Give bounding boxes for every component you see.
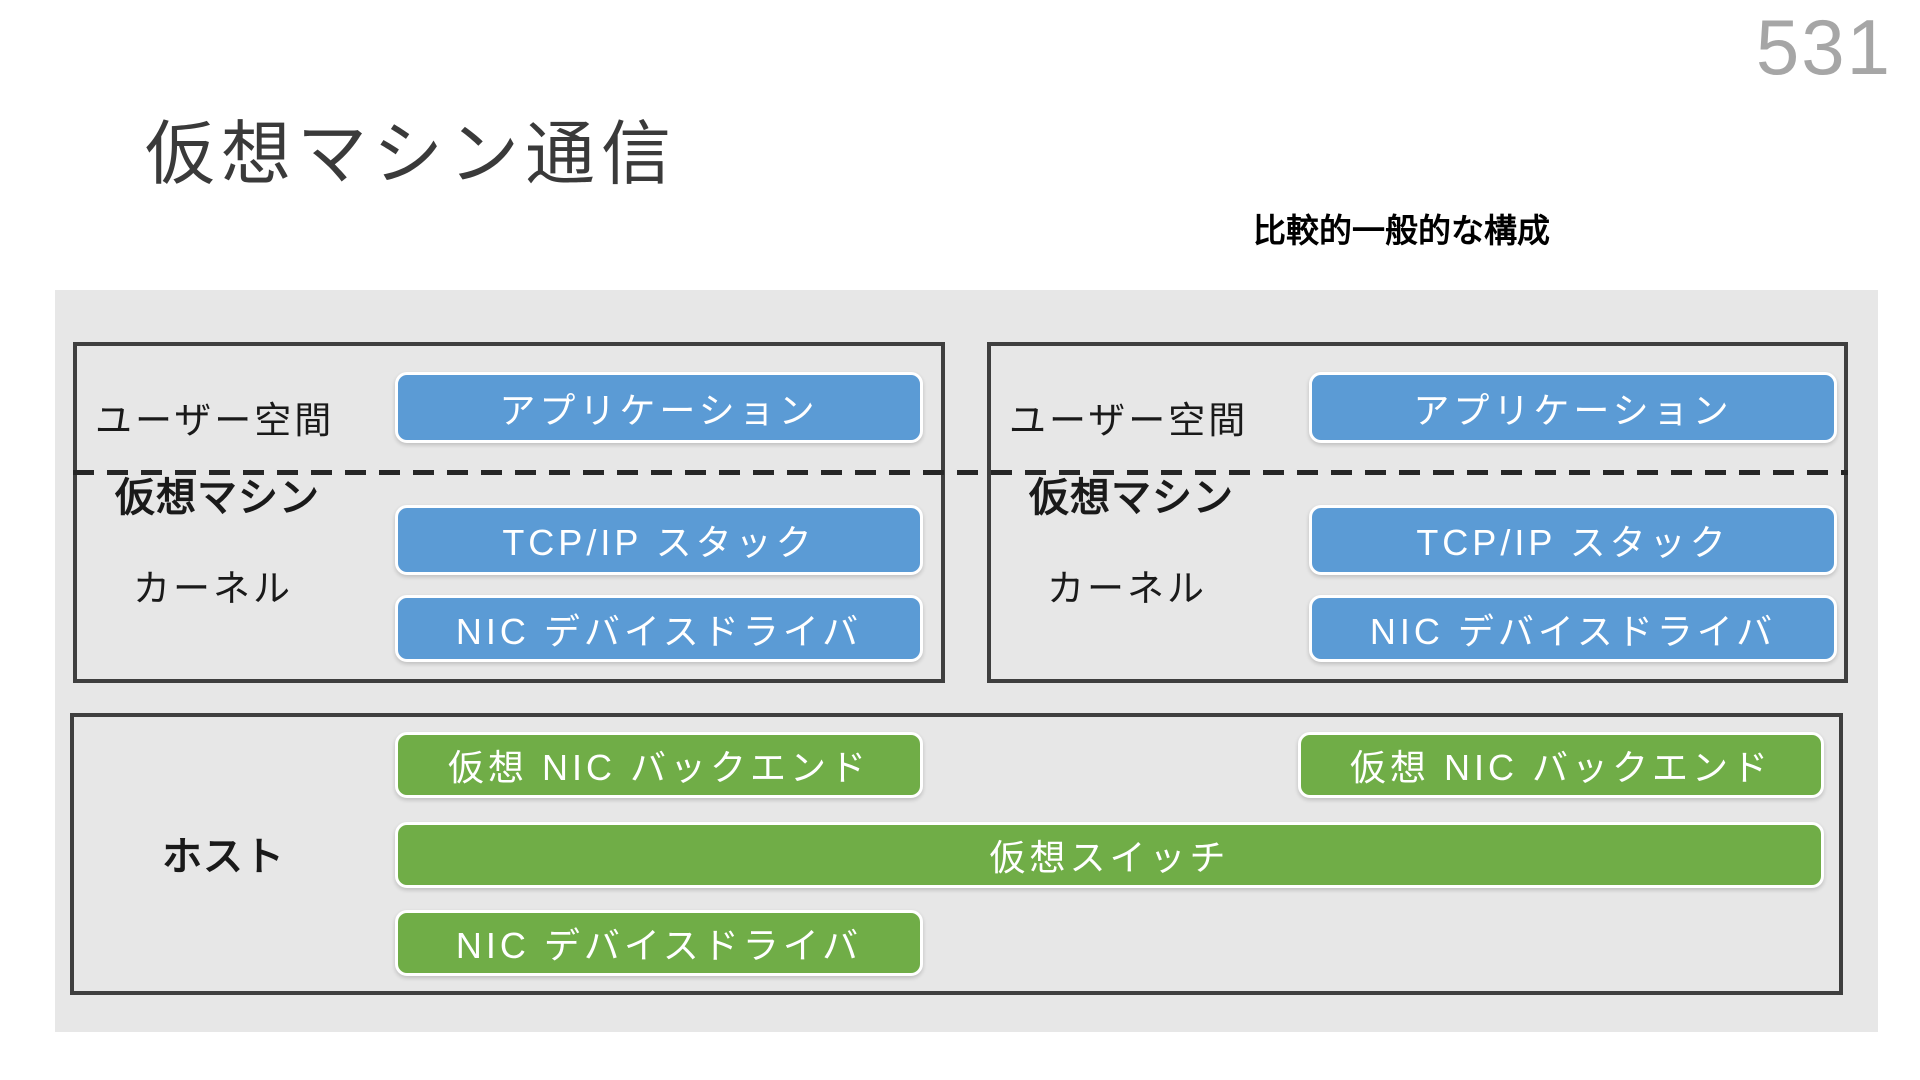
- vm-left-machine-label: 仮想マシン: [115, 476, 320, 520]
- vm-box-right: [987, 342, 1848, 683]
- vm-left-tcpip-stack-block: TCP/IP スタック: [395, 505, 923, 575]
- host-vnic-backend-right-block: 仮想 NIC バックエンド: [1298, 732, 1824, 798]
- vm-left-nic-driver-block: NIC デバイスドライバ: [395, 595, 923, 662]
- host-label: ホスト: [162, 835, 285, 879]
- vm-right-kernel-label: カーネル: [1047, 568, 1207, 609]
- vm-right-nic-driver-block: NIC デバイスドライバ: [1309, 595, 1837, 662]
- vm-left-user-space-label: ユーザー空間: [95, 400, 335, 441]
- user-kernel-boundary-dashed-line: [73, 470, 1848, 475]
- slide-title: 仮想マシン通信: [145, 115, 677, 193]
- vm-right-tcpip-stack-block: TCP/IP スタック: [1309, 505, 1837, 575]
- vm-right-application-block: アプリケーション: [1309, 372, 1837, 443]
- host-nic-driver-block: NIC デバイスドライバ: [395, 910, 923, 976]
- vm-left-application-block: アプリケーション: [395, 372, 923, 443]
- page-number: 531: [1755, 3, 1892, 91]
- host-virtual-switch-block: 仮想スイッチ: [395, 822, 1824, 888]
- vm-right-machine-label: 仮想マシン: [1029, 476, 1234, 520]
- vm-right-user-space-label: ユーザー空間: [1009, 400, 1249, 441]
- host-vnic-backend-left-block: 仮想 NIC バックエンド: [395, 732, 923, 798]
- vm-left-kernel-label: カーネル: [133, 568, 293, 609]
- host-box: [70, 713, 1843, 995]
- vm-box-left: [73, 342, 945, 683]
- slide-subtitle: 比較的一般的な構成: [1253, 212, 1550, 249]
